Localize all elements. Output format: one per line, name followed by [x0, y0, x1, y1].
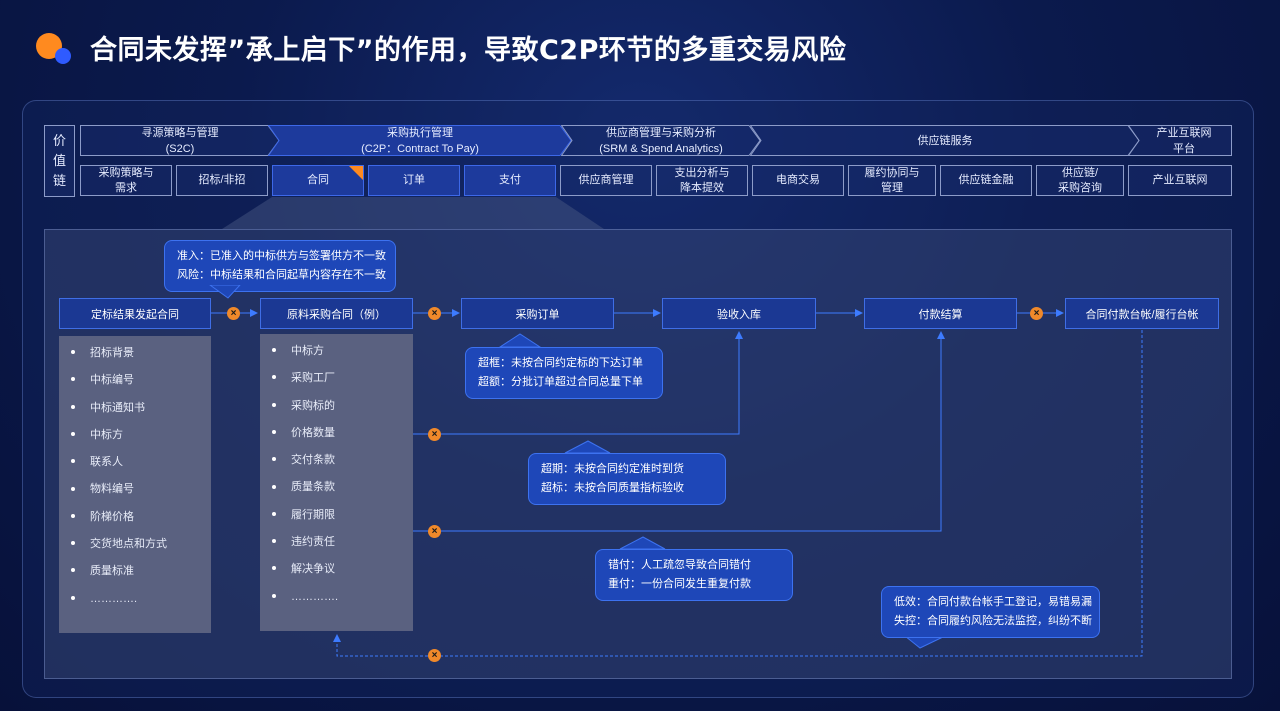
stage-sublabel: 平台 — [1173, 142, 1195, 155]
cell-consulting[interactable]: 供应链/采购咨询 — [1036, 165, 1124, 196]
cell-payment[interactable]: 支付 — [464, 165, 556, 196]
risk-text: 超额：分批订单超过合同总量下单 — [478, 376, 643, 388]
risk-text: 准入：已准入的中标供方与签署供方不一致 — [177, 250, 386, 262]
title-dot-blue — [55, 48, 71, 64]
list-item: 采购工厂 — [260, 365, 413, 392]
risk-x-icon: × — [428, 525, 441, 538]
cell-supply-chain-finance[interactable]: 供应链金融 — [940, 165, 1032, 196]
highlight-corner — [349, 166, 363, 180]
stage-label: 供应商管理与采购分析 — [606, 126, 716, 139]
list-item: 采购标的 — [260, 393, 413, 420]
stage-label: 供应链服务 — [917, 134, 973, 147]
list-item: 联系人 — [59, 449, 211, 476]
list-item: 履行期限 — [260, 502, 413, 529]
risk-x-icon: × — [227, 307, 240, 320]
cell-order[interactable]: 订单 — [368, 165, 460, 196]
cell-supplier-management[interactable]: 供应商管理 — [560, 165, 652, 196]
node-purchase-order[interactable]: 采购订单 — [461, 298, 614, 329]
stage-srm[interactable]: 供应商管理与采购分析 (SRM & Spend Analytics) — [561, 125, 761, 156]
risk-text: 风险：中标结果和合同起草内容存在不一致 — [177, 269, 386, 281]
value-chain-label-char: 价 — [52, 133, 66, 148]
stage-s2c[interactable]: 寻源策略与管理 (S2C) — [80, 125, 280, 156]
list-item: 阶梯价格 — [59, 504, 211, 531]
risk-text: 超期：未按合同约定准时到货 — [541, 463, 684, 475]
list-item: …………. — [59, 586, 211, 613]
node-goods-receipt[interactable]: 验收入库 — [662, 298, 816, 329]
stage-sublabel: (SRM & Spend Analytics) — [599, 142, 723, 155]
stage-c2p[interactable]: 采购执行管理 (C2P：Contract To Pay) — [268, 125, 572, 156]
cell-bidding[interactable]: 招标/非招 — [176, 165, 268, 196]
risk-x-icon: × — [428, 649, 441, 662]
list-item: 中标方 — [59, 422, 211, 449]
risk-bubble-payment: 错付：人工疏忽导致合同错付 重付：一份合同发生重复付款 — [595, 549, 793, 601]
cell-contract[interactable]: 合同 — [272, 165, 364, 196]
value-chain-label-char: 链 — [52, 173, 66, 188]
list-item: 质量条款 — [260, 474, 413, 501]
list-item: 解决争议 — [260, 556, 413, 583]
risk-text: 失控：合同履约风险无法监控，纠纷不断 — [894, 615, 1092, 627]
risk-text: 低效：合同付款台帐手工登记，易错易漏 — [894, 596, 1092, 608]
risk-bubble-delivery: 超期：未按合同约定准时到货 超标：未按合同质量指标验收 — [528, 453, 726, 505]
cell-procurement-strategy[interactable]: 采购策略与需求 — [80, 165, 172, 196]
list-contract-fields: 中标方 采购工厂 采购标的 价格数量 交付条款 质量条款 履行期限 违约责任 解… — [260, 334, 413, 631]
list-item: 价格数量 — [260, 420, 413, 447]
risk-bubble-ledger: 低效：合同付款台帐手工登记，易错易漏 失控：合同履约风险无法监控，纠纷不断 — [881, 586, 1100, 638]
risk-text: 超标：未按合同质量指标验收 — [541, 482, 684, 494]
node-payment-settlement[interactable]: 付款结算 — [864, 298, 1017, 329]
page-title: 合同未发挥”承上启下”的作用，导致C2P环节的多重交易风险 — [90, 35, 847, 66]
list-item: 中标编号 — [59, 367, 211, 394]
stage-sublabel: (C2P：Contract To Pay) — [361, 142, 479, 155]
list-item: 违约责任 — [260, 529, 413, 556]
cell-fulfillment[interactable]: 履约协同与管理 — [848, 165, 936, 196]
risk-x-icon: × — [428, 428, 441, 441]
node-bid-result[interactable]: 定标结果发起合同 — [59, 298, 211, 329]
risk-x-icon: × — [428, 307, 441, 320]
list-item: 物料编号 — [59, 476, 211, 503]
list-bid-fields: 招标背景 中标编号 中标通知书 中标方 联系人 物料编号 阶梯价格 交货地点和方… — [59, 336, 211, 633]
cell-industrial-internet[interactable]: 产业互联网 — [1128, 165, 1232, 196]
list-item: 交付条款 — [260, 447, 413, 474]
list-item: 交货地点和方式 — [59, 531, 211, 558]
list-item: 质量标准 — [59, 558, 211, 585]
stage-label: 采购执行管理 — [387, 126, 453, 139]
value-chain-label-char: 值 — [52, 153, 66, 168]
cell-ecommerce[interactable]: 电商交易 — [752, 165, 844, 196]
list-item: 中标通知书 — [59, 395, 211, 422]
cell-spend-analysis[interactable]: 支出分析与降本提效 — [656, 165, 748, 196]
list-item: …………. — [260, 584, 413, 611]
stage-label: 产业互联网 — [1156, 126, 1212, 139]
risk-text: 重付：一份合同发生重复付款 — [608, 578, 751, 590]
stage-label: 寻源策略与管理 — [141, 126, 219, 139]
value-chain-label: 价 值 链 — [44, 125, 75, 197]
risk-bubble-admission: 准入：已准入的中标供方与签署供方不一致 风险：中标结果和合同起草内容存在不一致 — [164, 240, 396, 292]
stage-sublabel: (S2C) — [165, 142, 195, 155]
risk-text: 超框：未按合同约定标的下达订单 — [478, 357, 643, 369]
node-material-contract[interactable]: 原料采购合同（例） — [260, 298, 413, 329]
list-item: 招标背景 — [59, 340, 211, 367]
stage-industrial-internet[interactable]: 产业互联网平台 — [1128, 125, 1232, 156]
list-item: 中标方 — [260, 338, 413, 365]
node-contract-ledger[interactable]: 合同付款台帐/履行台帐 — [1065, 298, 1219, 329]
risk-x-icon: × — [1030, 307, 1043, 320]
risk-bubble-order: 超框：未按合同约定标的下达订单 超额：分批订单超过合同总量下单 — [465, 347, 663, 399]
risk-text: 错付：人工疏忽导致合同错付 — [608, 559, 751, 571]
